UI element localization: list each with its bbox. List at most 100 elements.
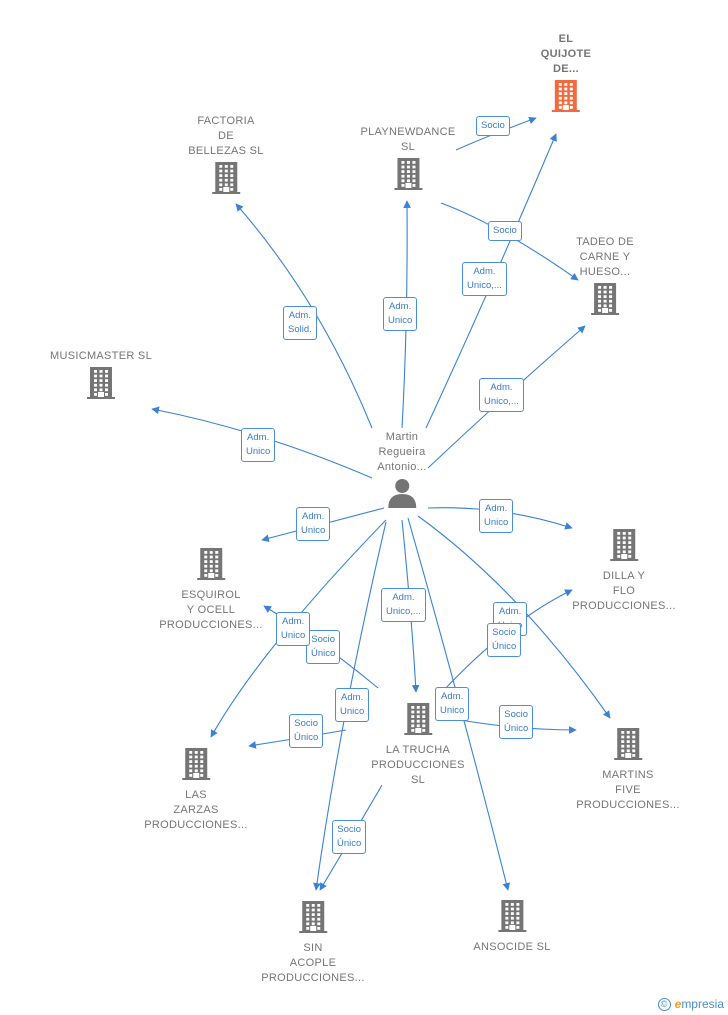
node-label-line: CARNE Y (579, 251, 631, 263)
edge-label[interactable]: Adm.Unico (241, 428, 276, 462)
company-node-sin[interactable]: SIN ACOPLE PRODUCCIONES... (261, 898, 365, 986)
company-node-ansocide[interactable]: ANSOCIDE SL (473, 897, 550, 955)
edge-label-line: Adm. (490, 382, 513, 393)
node-label: SIN ACOPLE PRODUCCIONES... (261, 941, 365, 986)
node-label-line: ESQUIROL (181, 589, 241, 601)
edge-label[interactable]: Adm. Unico (435, 687, 470, 721)
edge-label[interactable]: Adm. Unico (335, 688, 370, 722)
copyright-icon: © (657, 997, 671, 1011)
edge-label-line: Unico,... (484, 396, 519, 407)
node-label-line: SL (400, 141, 416, 153)
node-label: ANSOCIDE SL (473, 940, 550, 955)
company-node-factoria[interactable]: FACTORIA DE BELLEZAS SL (188, 114, 263, 202)
node-label-line: TADEO DE (576, 236, 634, 248)
node-label-line: PRODUCCIONES (371, 759, 465, 771)
node-label: DILLA Y FLO PRODUCCIONES... (572, 569, 676, 614)
edge-label-line: Unico (440, 705, 465, 716)
edge-label-line: Adm. (499, 606, 522, 617)
node-label-line: LAS (185, 789, 207, 801)
edge-label-line: Unico,... (467, 280, 502, 291)
node-label-line: ACOPLE (289, 957, 337, 969)
node-label-line: DE (218, 130, 234, 142)
building-icon (188, 161, 263, 200)
edge-label-line: Unico (340, 706, 365, 717)
node-label-line: FLO (612, 585, 636, 597)
edge-label-line: Socio (337, 824, 362, 835)
building-icon (50, 366, 152, 405)
node-label-line: SIN (303, 942, 323, 954)
edge-label[interactable]: Adm.Unico,... (381, 588, 426, 622)
edge-label-line: Adm. (392, 592, 415, 603)
node-label-line: BELLEZAS SL (188, 145, 264, 157)
edge-label[interactable]: Adm.Unico (479, 499, 514, 533)
edge-label-line: Único (294, 732, 319, 743)
edge-label-line: Adm. (441, 691, 464, 702)
edge-label-line: Adm. (302, 511, 325, 522)
edge-label-line: Adm. (282, 616, 305, 627)
node-label-line: PLAYNEWDANCE (360, 126, 456, 138)
node-label-line: Y OCELL (186, 604, 236, 616)
node-label-line: PRODUCCIONES... (572, 600, 676, 612)
edge-label[interactable]: Adm. Unico (383, 297, 418, 331)
building-icon (541, 79, 591, 118)
edge-label[interactable]: Socio (488, 221, 522, 241)
edge-label-line: Único (311, 648, 336, 659)
node-label-line: FIVE (615, 784, 641, 796)
edge-label-line: Adm. (341, 692, 364, 703)
edge-label[interactable]: Adm. Unico,... (462, 262, 507, 296)
node-label-line: PRODUCCIONES... (261, 972, 365, 984)
edge-label[interactable]: Adm.Solid. (283, 306, 317, 340)
company-node-dilla[interactable]: DILLA Y FLO PRODUCCIONES... (572, 526, 676, 614)
brand-initial: e (674, 997, 682, 1011)
edge-label-line: Socio (492, 627, 517, 638)
edge-label-line: Adm. (247, 432, 270, 443)
brand-name: mpresia (681, 997, 724, 1011)
node-label-line: MUSICMASTER SL (50, 350, 152, 362)
node-label-line: LA TRUCHA (385, 744, 451, 756)
edge-label-line: Adm. (473, 266, 496, 277)
node-label-line: Martin (385, 431, 419, 443)
empresia-brand[interactable]: © empresia (657, 997, 724, 1011)
company-node-musicmaster[interactable]: MUSICMASTER SL (50, 349, 152, 407)
node-label-line: Regueira (378, 446, 426, 458)
edge-label-line: Unico (388, 315, 413, 326)
edge-label-line: Socio (493, 225, 517, 236)
building-icon (473, 899, 550, 938)
node-label-line: DILLA Y (602, 570, 646, 582)
edge-label-line: Adm. (485, 503, 508, 514)
edge-label-line: Único (492, 641, 517, 652)
edge-label-line: Adm. (389, 301, 412, 312)
node-label: MUSICMASTER SL (50, 349, 152, 364)
edge-label[interactable]: Adm.Unico (276, 612, 311, 646)
edge-label[interactable]: Socio (476, 116, 510, 136)
company-node-playnew[interactable]: PLAYNEWDANCE SL (360, 125, 455, 198)
edge-label-line: Adm. (288, 310, 311, 321)
edge-label-line: Socio (481, 120, 505, 131)
edge-label[interactable]: Adm.Unico (296, 507, 331, 541)
node-label-line: FACTORIA (197, 115, 255, 127)
building-icon (576, 727, 680, 766)
building-icon (144, 747, 248, 786)
edge-label[interactable]: Adm. Unico,... (479, 378, 524, 412)
node-label-line: PRODUCCIONES... (144, 819, 248, 831)
building-icon (261, 900, 365, 939)
